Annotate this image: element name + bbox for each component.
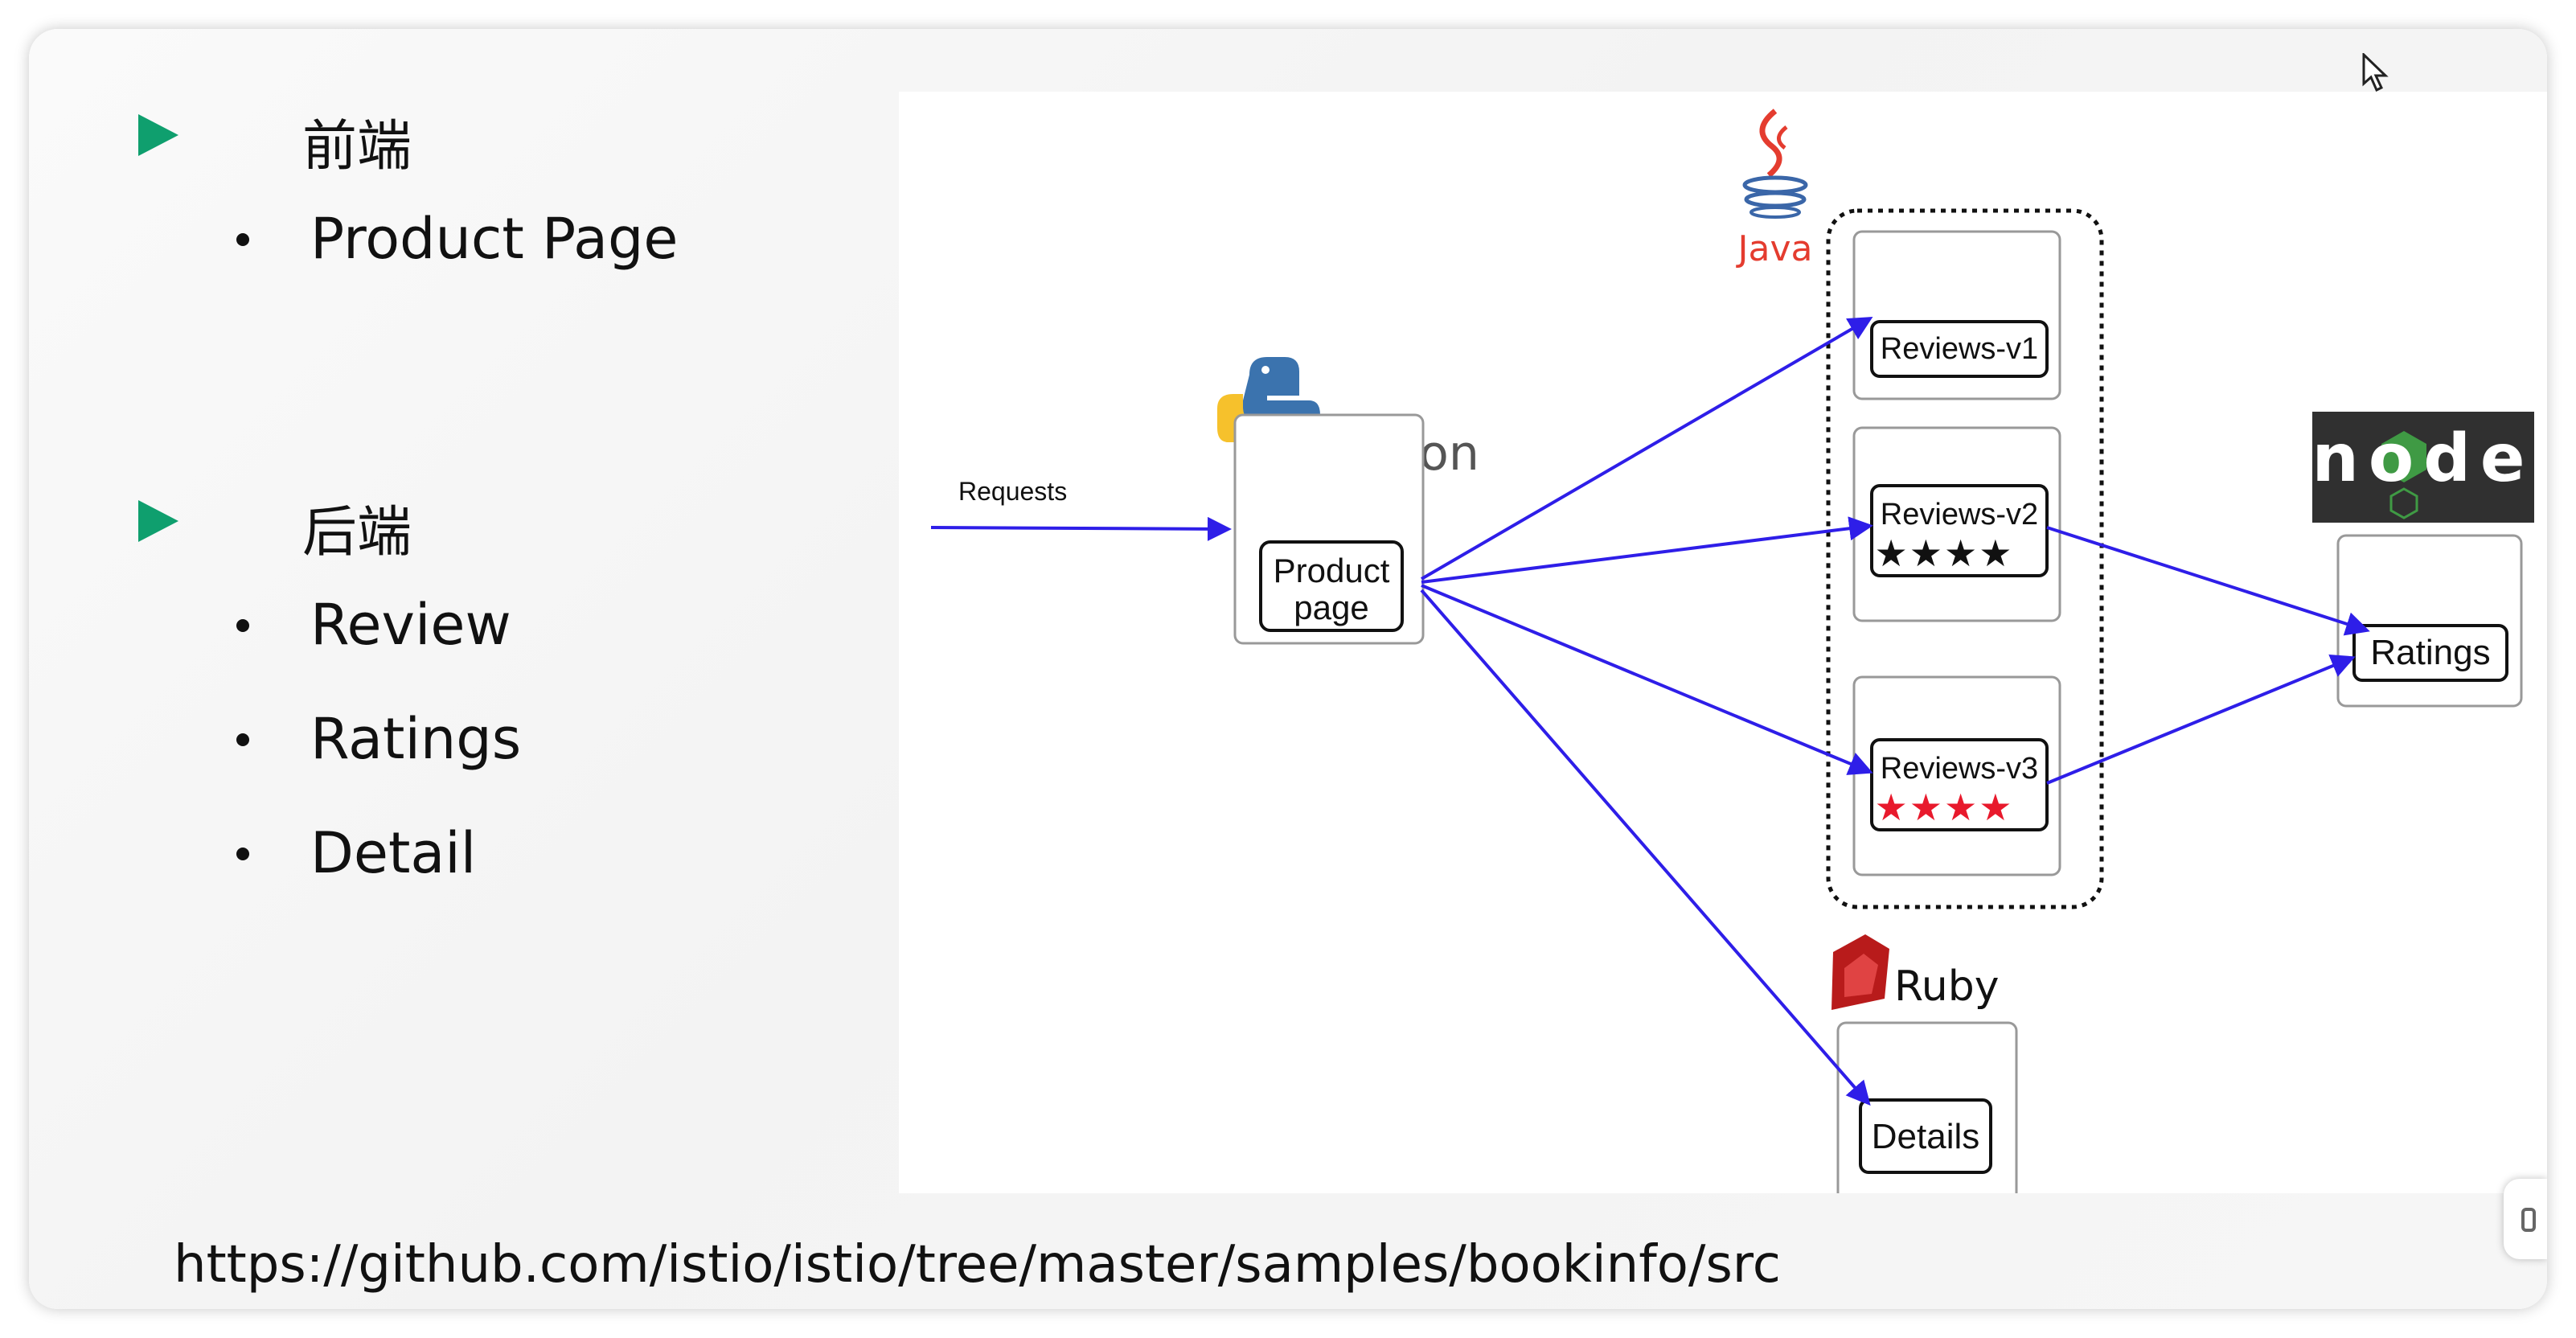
nodejs-logo-icon	[2312, 412, 2534, 523]
bullet-dot-icon	[236, 733, 249, 746]
java-logo-icon	[1742, 109, 1808, 219]
section-heading-label: 前端	[302, 115, 412, 179]
ratings-label: Ratings	[2370, 633, 2490, 672]
productpage-label-line1: Product	[1274, 552, 1390, 589]
left-bullet-list: 前端 Product Page 后端 Review Ratings Detail	[29, 29, 897, 994]
nodejs-logo-text: node	[2311, 421, 2534, 497]
reviews-v3-node	[1870, 738, 2049, 831]
diagram-svg: Requests python Product page	[930, 109, 2534, 1214]
reviews-v3-label: Reviews-v3	[1881, 752, 2038, 786]
section-heading-frontend: 前端	[109, 93, 672, 182]
requests-arrow	[930, 516, 1232, 541]
list-item-label: Product Page	[310, 206, 679, 272]
ruby-logo-icon	[1832, 934, 1889, 1010]
arrow-productpage-to-reviews-v3	[1421, 584, 1873, 775]
bullet-dot-icon	[236, 619, 249, 632]
list-item-label: Review	[310, 592, 511, 658]
details-label: Details	[1872, 1117, 1980, 1156]
reviews-v1-label: Reviews-v1	[1881, 332, 2038, 366]
productpage-node	[1259, 540, 1404, 632]
java-logo-text: Java	[1736, 228, 1813, 269]
list-item-review: Review	[230, 584, 873, 664]
list-item-ratings: Ratings	[230, 698, 873, 778]
list-item-label: Ratings	[310, 706, 522, 772]
slide: 前端 Product Page 后端 Review Ratings Detail	[29, 29, 2547, 1309]
productpage-label-line2: page	[1294, 589, 1368, 626]
source-url-text: https://github.com/istio/istio/tree/mast…	[174, 1235, 1781, 1295]
arrow-productpage-to-reviews-v2	[1421, 516, 1873, 584]
details-node	[1859, 1098, 1992, 1174]
section-heading-label: 后端	[302, 501, 412, 564]
side-panel-handle-icon	[2521, 1208, 2536, 1232]
arrow-productpage-to-reviews-v1	[1420, 316, 1873, 581]
reviews-v3-stars: ★★★★	[1875, 786, 2014, 829]
bullet-dot-icon	[236, 848, 249, 860]
mouse-pointer-icon	[2362, 53, 2389, 92]
list-item-product-page: Product Page	[230, 198, 873, 278]
architecture-diagram: Requests python Product page	[899, 92, 2547, 1214]
ratings-node	[2352, 624, 2508, 682]
section-heading-backend: 后端	[109, 479, 672, 568]
reviews-service-group	[1826, 208, 2104, 909]
list-item-detail: Detail	[230, 812, 873, 893]
ruby-logo-text: Ruby	[1894, 962, 2000, 1011]
arrow-reviews-v3-to-ratings	[2046, 654, 2356, 785]
list-item-label: Detail	[310, 820, 477, 886]
play-triangle-icon	[138, 114, 178, 156]
reviews-v1-node	[1870, 320, 2049, 378]
play-triangle-icon	[138, 500, 178, 542]
reviews-v2-label: Reviews-v2	[1881, 498, 2038, 532]
arrow-reviews-v2-to-ratings	[2046, 526, 2370, 636]
arrow-productpage-to-details	[1420, 589, 1871, 1106]
bullet-dot-icon	[236, 233, 249, 246]
reviews-v2-stars: ★★★★	[1875, 532, 2014, 575]
requests-label: Requests	[958, 477, 1067, 506]
side-panel-handle[interactable]	[2504, 1179, 2547, 1259]
